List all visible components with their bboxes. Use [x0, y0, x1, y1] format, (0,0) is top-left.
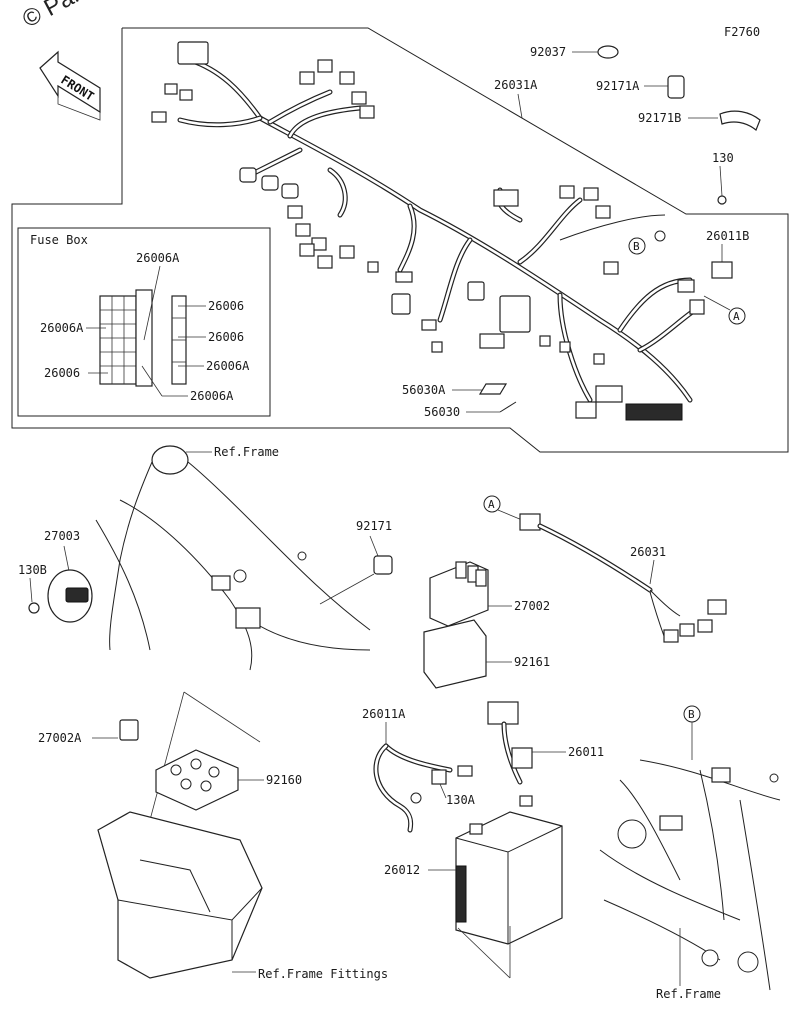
svg-text:Ref.Frame Fittings: Ref.Frame Fittings [258, 967, 388, 981]
callout-130B: 130B [18, 563, 47, 614]
callout-56030: 56030 [424, 401, 517, 419]
svg-text:A: A [488, 498, 495, 511]
frame-front-section [95, 445, 371, 671]
callout-ref-frame-top: Ref.Frame [186, 445, 279, 459]
svg-text:27002A: 27002A [38, 731, 82, 745]
svg-text:26006A: 26006A [206, 359, 250, 373]
svg-text:A: A [733, 310, 740, 323]
callout-92171B: 92171B [638, 110, 761, 131]
callout-92160: 92160 [238, 773, 302, 787]
svg-text:26006: 26006 [44, 366, 80, 380]
svg-text:27003: 27003 [44, 529, 80, 543]
callout-56030A: 56030A [402, 383, 508, 397]
marker-b-bottom: B [683, 705, 701, 723]
svg-text:56030A: 56030A [402, 383, 446, 397]
callout-130A: 130A [446, 793, 476, 807]
battery-case-assembly [97, 691, 263, 979]
svg-text:26006A: 26006A [40, 321, 84, 335]
svg-text:26006A: 26006A [136, 251, 180, 265]
svg-text:92171B: 92171B [638, 111, 681, 125]
callout-27002A: 27002A [38, 731, 118, 745]
callout-26031A: 26031A [494, 78, 538, 119]
callout-27002: 27002 [429, 561, 550, 627]
svg-text:56030: 56030 [424, 405, 460, 419]
fuse-box-labels: 26006A 26006 26006A 26006 26006 26006A 2… [40, 251, 250, 403]
callout-92037: 92037 [530, 45, 619, 59]
figure-code: F2760 [724, 25, 760, 39]
callout-26011A: 26011A [362, 707, 406, 721]
svg-text:130B: 130B [18, 563, 47, 577]
svg-text:26006: 26006 [208, 330, 244, 344]
marker-a-bottom: A [483, 495, 523, 521]
marker-b-top: B [628, 237, 646, 255]
marker-a-top: A [703, 295, 746, 325]
svg-text:26006A: 26006A [190, 389, 234, 403]
main-harness-26031A [151, 41, 705, 421]
callout-92161: 92161 [423, 619, 550, 689]
callout-ref-frame-fittings: Ref.Frame Fittings [232, 967, 388, 981]
svg-text:Fuse Box: Fuse Box [30, 233, 88, 247]
svg-text:92171: 92171 [356, 519, 392, 533]
fuse-box-panel: Fuse Box [17, 227, 271, 417]
watermark-text: © Par [18, 0, 85, 33]
harness-panel-outline [11, 27, 789, 453]
callout-26011B: 26011B [706, 229, 749, 279]
callout-ref-frame-bottom: Ref.Frame [656, 987, 721, 1001]
callout-92171: 92171 [319, 519, 393, 605]
callout-26012: 26012 [384, 863, 420, 877]
callout-92171A: 92171A [596, 75, 685, 99]
front-arrow-icon: FRONT [39, 50, 101, 121]
svg-text:B: B [633, 240, 640, 253]
svg-text:26006: 26006 [208, 299, 244, 313]
frame-rear-section: B Ref.Frame [599, 705, 781, 1001]
svg-text:130: 130 [712, 151, 734, 165]
callout-26011: 26011 [568, 745, 604, 759]
svg-text:92160: 92160 [266, 773, 302, 787]
svg-text:92037: 92037 [530, 45, 566, 59]
battery-26012: 26012 [384, 795, 563, 979]
callout-27003: 27003 [44, 529, 93, 623]
svg-text:B: B [688, 708, 695, 721]
svg-text:92161: 92161 [514, 655, 550, 669]
svg-text:Ref.Frame: Ref.Frame [214, 445, 279, 459]
callout-130: 130 [712, 151, 734, 205]
battery-leads: 26011A 130A 26011 [362, 701, 604, 833]
sub-harness-26031: 26031 [519, 513, 727, 643]
svg-text:27002: 27002 [514, 599, 550, 613]
callout-26031: 26031 [630, 545, 666, 559]
svg-text:92171A: 92171A [596, 79, 640, 93]
svg-text:26031A: 26031A [494, 78, 538, 92]
svg-text:26011B: 26011B [706, 229, 749, 243]
